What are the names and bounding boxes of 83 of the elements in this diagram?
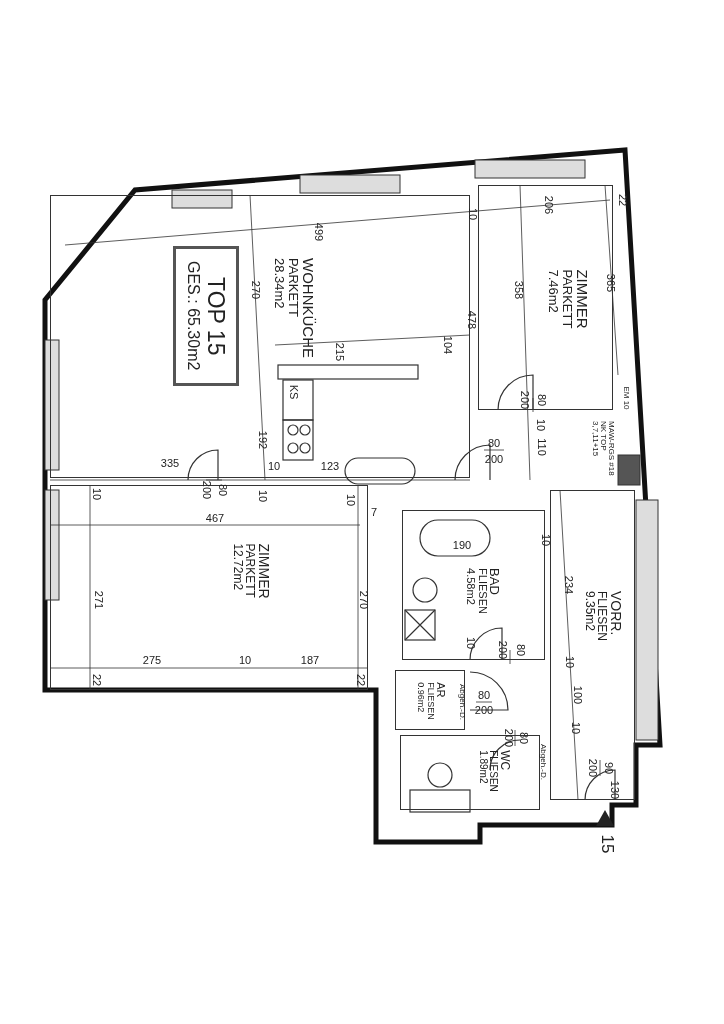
door-width: 80 <box>216 483 228 497</box>
dimension: 10 <box>539 533 551 547</box>
door-height: 200 <box>474 704 494 716</box>
dimension: 192 <box>256 430 268 450</box>
room-name: WOHNKÜCHE <box>299 258 316 358</box>
dimension: 10 <box>238 654 252 666</box>
room-name: WC <box>498 750 511 771</box>
floor-material: PARKETT <box>243 543 257 599</box>
floor-material: PARKETT <box>560 269 574 329</box>
door-note: Abgeh.-D. <box>458 684 466 720</box>
dimension: 104 <box>441 335 453 355</box>
dimension: 10 <box>344 493 356 507</box>
door-height: 200 <box>496 640 508 660</box>
room-name: AR <box>434 682 447 700</box>
door-width: 90 <box>602 761 614 775</box>
room-name: ZIMMER <box>573 269 590 329</box>
total-area: GES.: 65.30m2 <box>183 261 202 371</box>
door-width: 80 <box>535 393 547 407</box>
floor-material: FLIESEN <box>425 682 435 720</box>
dimension: 100 <box>571 685 583 705</box>
dimension: 130 <box>608 780 620 800</box>
room-area: 1.89m2 <box>477 750 488 792</box>
dimension: 215 <box>333 342 345 362</box>
room <box>550 490 635 800</box>
door-height: 200 <box>484 453 504 465</box>
door-width: 80 <box>477 689 491 701</box>
dimension: 499 <box>312 222 324 242</box>
room-area: 0.96m2 <box>415 682 426 720</box>
door-height: 200 <box>200 480 212 500</box>
dimension: 335 <box>160 457 180 469</box>
dimension: 10 <box>267 460 281 472</box>
dimension: 22 <box>90 673 102 687</box>
dimension: 190 <box>452 539 472 551</box>
dimension: 10 <box>466 207 478 221</box>
dimension: 478 <box>465 310 477 330</box>
appliance-code: KS <box>287 384 299 400</box>
dimension: 10 <box>256 489 268 503</box>
door-width: 80 <box>514 643 526 657</box>
floor-material: PARKETT <box>286 258 300 319</box>
floor-material: FLIESEN <box>488 750 499 792</box>
dimension: 206 <box>542 195 554 215</box>
dimension: 22 <box>616 193 628 207</box>
door-height: 200 <box>502 728 514 748</box>
room-area: 7.46m2 <box>546 269 561 329</box>
dimension: 270 <box>357 590 369 610</box>
door-width: 80 <box>487 437 501 449</box>
floor-material: FLIESEN <box>476 568 488 614</box>
room-area: 28.34m2 <box>272 258 287 358</box>
floor-material: FLIESEN <box>595 591 609 641</box>
dimension: 10 <box>90 487 102 501</box>
dimension: 358 <box>512 280 524 300</box>
room <box>50 195 470 478</box>
room-name: ZIMMER <box>256 543 271 599</box>
dimension: 22 <box>354 673 366 687</box>
dimension: 270 <box>249 280 261 300</box>
apartment-label-box <box>173 246 239 386</box>
room-area: 4.58m2 <box>464 568 477 614</box>
door-width: 80 <box>517 731 529 745</box>
dimension: 271 <box>92 590 104 610</box>
dimension: 110 <box>535 438 547 456</box>
door-note: Abgeh.-D. <box>539 744 547 780</box>
dimension: 467 <box>205 512 225 524</box>
dimension: 10 <box>569 721 581 735</box>
room-area: 12.72m2 <box>231 543 244 599</box>
room <box>478 185 613 410</box>
meter-note: EM 10 <box>622 386 630 410</box>
entrance-number: 15 <box>598 834 616 854</box>
dimension: 123 <box>320 460 340 472</box>
dimension: 234 <box>562 575 574 595</box>
dimension: 365 <box>604 273 616 293</box>
room-name: VORR. <box>608 591 623 638</box>
dimension: 10 <box>464 636 476 650</box>
dimension: 187 <box>300 654 320 666</box>
door-height: 200 <box>518 390 530 410</box>
apartment-number: TOP 15 <box>201 276 229 356</box>
dimension: 275 <box>142 654 162 666</box>
room-name: BAD <box>487 568 502 597</box>
dimension: 7 <box>370 506 378 518</box>
room-area: 9.35m2 <box>583 591 596 641</box>
room <box>395 670 465 730</box>
dimension: 10 <box>534 418 546 432</box>
dimension: 10 <box>563 655 575 669</box>
door-height: 200 <box>586 758 598 778</box>
